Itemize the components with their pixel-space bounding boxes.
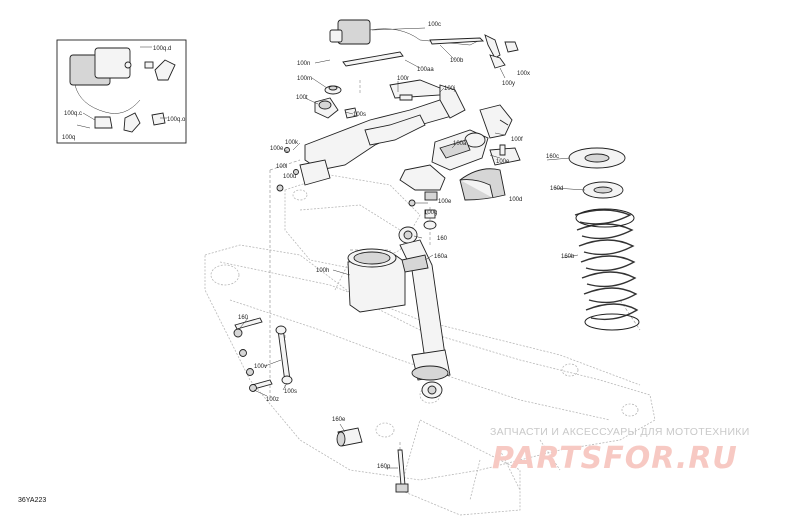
- pump-and-hoses: [314, 19, 519, 119]
- callout: 100c: [428, 22, 441, 28]
- callout: 160b: [561, 254, 575, 260]
- watermark-brand: PARTSFOR.RU: [492, 441, 738, 476]
- watermark: ЗАПЧАСТИ И АКСЕССУАРЫ ДЛЯ МОТОТЕХНИКИ PA…: [490, 426, 750, 476]
- callout: 100t: [296, 95, 308, 101]
- callout-labels: 100c 100n 100b 100aa 100x 100y 100m 100r…: [238, 22, 575, 470]
- callout: 100i: [276, 164, 287, 170]
- callout: 100e: [438, 199, 452, 205]
- callout: 100z: [266, 397, 279, 403]
- watermark-tagline: ЗАПЧАСТИ И АКСЕССУАРЫ ДЛЯ МОТОТЕХНИКИ: [490, 426, 750, 438]
- callout: 100n: [297, 61, 310, 67]
- callout: 100m: [297, 76, 312, 82]
- callout: 100s: [353, 112, 366, 118]
- callout: 100h: [316, 268, 329, 274]
- inset-detail: 100q.d 100q.c 100q.o 100q: [56, 39, 187, 144]
- shock-absorber: [347, 220, 451, 399]
- callout: 160p: [377, 464, 391, 470]
- callout: 100j: [444, 86, 455, 92]
- reservoir-cylinder: [399, 104, 521, 219]
- callout: 100e: [270, 146, 284, 152]
- callout: 100v: [254, 364, 267, 370]
- callout: 100a: [453, 141, 467, 147]
- coil-spring: [568, 147, 640, 331]
- callout: 160a: [434, 254, 448, 260]
- callout: 100b: [450, 58, 464, 64]
- inset-label: 100q.c: [64, 111, 82, 117]
- callout: 100g: [424, 210, 437, 216]
- callout: 100d: [509, 197, 522, 203]
- callout: 100e: [496, 159, 510, 165]
- callout: 100u: [283, 174, 296, 180]
- callout: 100x: [517, 71, 530, 77]
- callout: 100y: [502, 81, 515, 87]
- callout: 160: [437, 236, 448, 242]
- callout: 160c: [546, 154, 559, 160]
- lower-hardware: [233, 317, 409, 493]
- callout: 100aa: [417, 67, 434, 73]
- inset-label: 100q: [62, 135, 75, 141]
- mounting-brackets: [276, 84, 466, 192]
- callout: 100k: [285, 140, 299, 146]
- drawing-code: 36YA223: [18, 497, 46, 504]
- inset-label: 100q.o: [167, 117, 186, 123]
- inset-label: 100q.d: [153, 46, 171, 52]
- callout: 160d: [550, 186, 563, 192]
- callout: 160e: [332, 417, 346, 423]
- leader-lines: [239, 27, 586, 469]
- callout: 100s: [284, 389, 297, 395]
- callout: 100r: [397, 76, 409, 82]
- callout: 100f: [511, 137, 523, 143]
- callout: 160: [238, 315, 249, 321]
